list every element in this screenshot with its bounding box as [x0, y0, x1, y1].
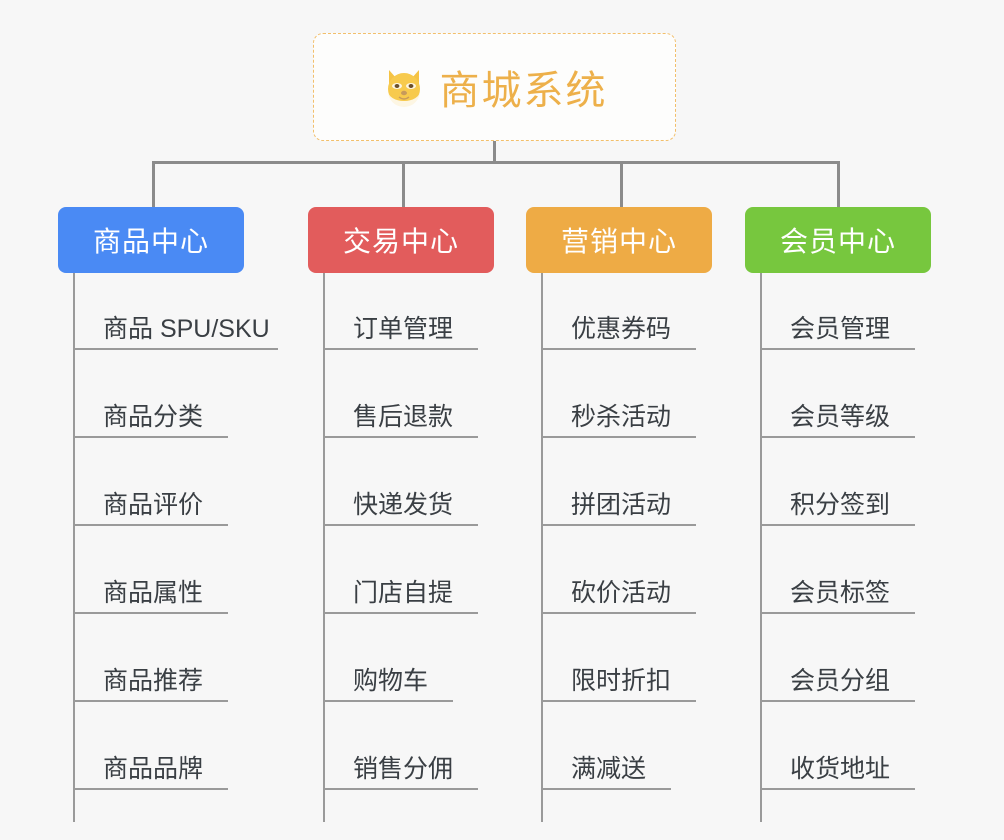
leaf-item[interactable]: 快递发货	[323, 438, 478, 526]
root-title: 商城系统	[439, 69, 608, 113]
trunk-line-3	[541, 273, 543, 822]
leaf-item[interactable]: 售后退款	[323, 350, 478, 438]
leaf-label: 商品推荐	[103, 666, 204, 695]
leaf-label: 拼团活动	[571, 490, 672, 519]
leaf-label: 会员标签	[790, 578, 891, 607]
leaf-label: 收货地址	[790, 754, 891, 783]
leaf-item[interactable]: 商品属性	[73, 526, 228, 614]
leaf-label: 会员管理	[790, 314, 891, 343]
category-title-2: 交易中心	[342, 226, 459, 257]
leaf-label: 售后退款	[353, 402, 454, 431]
leaf-label: 门店自提	[353, 578, 454, 607]
leaf-item[interactable]: 订单管理	[323, 262, 478, 350]
leaf-item[interactable]: 满减送	[541, 702, 671, 790]
leaf-item[interactable]: 会员标签	[760, 526, 915, 614]
category-box-2[interactable]: 交易中心	[308, 207, 494, 273]
leaf-item[interactable]: 商品品牌	[73, 702, 228, 790]
leaf-item[interactable]: 优惠券码	[541, 262, 696, 350]
category-box-1[interactable]: 商品中心	[58, 207, 244, 273]
connector-drop-4	[837, 161, 840, 207]
leaf-label: 积分签到	[790, 490, 891, 519]
leaf-label: 商品品牌	[103, 754, 204, 783]
leaf-item[interactable]: 砍价活动	[541, 526, 696, 614]
connector-root-stem	[493, 141, 496, 163]
leaf-item[interactable]: 商品评价	[73, 438, 228, 526]
category-title-4: 会员中心	[779, 226, 896, 257]
category-box-3[interactable]: 营销中心	[526, 207, 712, 273]
leaf-item[interactable]: 商品分类	[73, 350, 228, 438]
leaf-label: 快递发货	[353, 490, 454, 519]
leaf-item[interactable]: 销售分佣	[323, 702, 478, 790]
leaf-label: 会员分组	[790, 666, 891, 695]
leaf-label: 商品评价	[103, 490, 204, 519]
leaf-label: 砍价活动	[571, 578, 672, 607]
category-title-3: 营销中心	[560, 226, 677, 257]
connector-drop-2	[402, 161, 405, 207]
shiba-dog-face-icon	[382, 65, 426, 109]
leaf-label: 销售分佣	[353, 754, 454, 783]
leaf-label: 会员等级	[790, 402, 891, 431]
connector-drop-3	[620, 161, 623, 207]
category-box-4[interactable]: 会员中心	[745, 207, 931, 273]
leaf-label: 商品 SPU/SKU	[103, 314, 270, 343]
connector-horizontal-bus	[152, 161, 839, 164]
trunk-line-1	[73, 273, 75, 822]
leaf-label: 购物车	[353, 666, 429, 695]
leaf-item[interactable]: 收货地址	[760, 702, 915, 790]
leaf-item[interactable]: 会员管理	[760, 262, 915, 350]
leaf-label: 优惠券码	[571, 314, 672, 343]
leaf-item[interactable]: 积分签到	[760, 438, 915, 526]
leaf-item[interactable]: 秒杀活动	[541, 350, 696, 438]
leaf-item[interactable]: 门店自提	[323, 526, 478, 614]
leaf-item[interactable]: 商品推荐	[73, 614, 228, 702]
leaf-label: 限时折扣	[571, 666, 672, 695]
leaf-label: 商品属性	[103, 578, 204, 607]
root-node[interactable]: 商城系统	[313, 33, 676, 141]
leaf-label: 商品分类	[103, 402, 204, 431]
leaf-item[interactable]: 商品 SPU/SKU	[73, 262, 278, 350]
leaf-item[interactable]: 会员分组	[760, 614, 915, 702]
leaf-item[interactable]: 限时折扣	[541, 614, 696, 702]
leaf-label: 秒杀活动	[571, 402, 672, 431]
leaf-item[interactable]: 拼团活动	[541, 438, 696, 526]
trunk-line-2	[323, 273, 325, 822]
trunk-line-4	[760, 273, 762, 822]
category-title-1: 商品中心	[92, 226, 209, 257]
leaf-item[interactable]: 购物车	[323, 614, 453, 702]
leaf-item[interactable]: 会员等级	[760, 350, 915, 438]
connector-drop-1	[152, 161, 155, 207]
leaf-label: 订单管理	[353, 314, 454, 343]
leaf-label: 满减送	[571, 754, 647, 783]
